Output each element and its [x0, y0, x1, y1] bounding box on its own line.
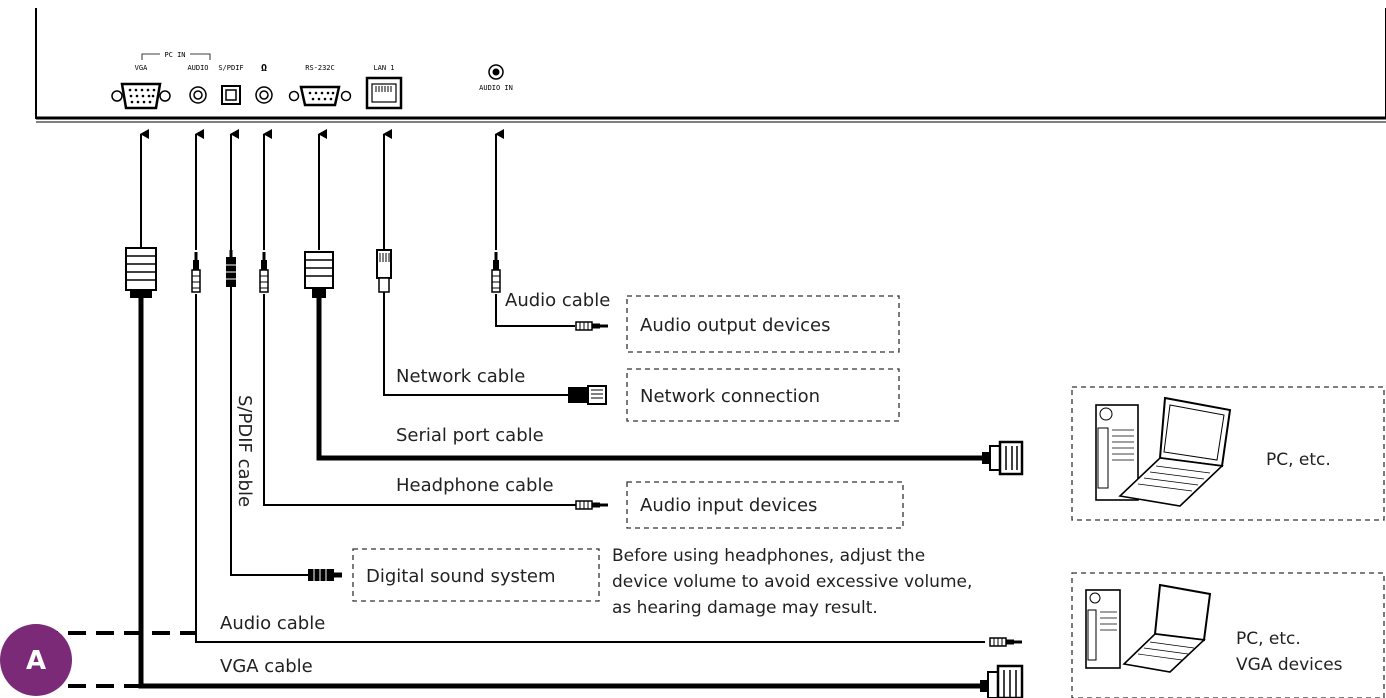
- desktop-tower-icon: [1095, 404, 1139, 501]
- headphone-warning-note: Before using headphones, adjust the devi…: [612, 546, 972, 618]
- spdif-cable-label: S/PDIF cable: [234, 395, 255, 507]
- vga-plug-top: [125, 247, 157, 298]
- audio-jack-port: [189, 86, 207, 104]
- digital-sound-system-label: Digital sound system: [366, 566, 556, 587]
- lan1-port-label: LAN 1: [373, 64, 394, 72]
- digital-sound-system-box: Digital sound system: [352, 548, 600, 602]
- spdif-port-label: S/PDIF: [218, 64, 243, 72]
- badge-a: A: [0, 624, 72, 696]
- pc-box-top: PC, etc.: [1071, 386, 1385, 521]
- device-rear-panel: PC IN VGA AUDIO S/PDIF Ω RS-232C LAN 1 A…: [35, 8, 1386, 123]
- network-connection-box: Network connection: [626, 368, 900, 422]
- audio-input-devices-box: Audio input devices: [626, 481, 904, 529]
- audio-jack-end-3: [989, 637, 1023, 647]
- note-line-2: device volume to avoid excessive volume,: [612, 572, 972, 592]
- audio-in-port-label: AUDIO IN: [479, 84, 513, 92]
- rj45-plug-top: [376, 249, 392, 293]
- audio-cable-bottom-label: Audio cable: [220, 613, 325, 634]
- note-line-3: as hearing damage may result.: [612, 598, 878, 618]
- audio-port-label: AUDIO: [187, 64, 208, 72]
- desktop-tower-icon-2: [1085, 589, 1121, 669]
- laptop-icon: [1118, 396, 1232, 507]
- headphone-cable-label: Headphone cable: [396, 475, 554, 496]
- serial-plug-top: [304, 251, 334, 298]
- audio-cable-top-label: Audio cable: [505, 290, 610, 311]
- connection-arrows: [140, 129, 504, 250]
- rs232c-port: [288, 85, 352, 107]
- spdif-plug-top: [226, 250, 236, 287]
- audio-out-plug-top: [491, 251, 501, 293]
- vga-port: [111, 82, 171, 110]
- audio-jack-end-2: [575, 500, 609, 510]
- rj45-end: [568, 385, 607, 405]
- audio-output-devices-label: Audio output devices: [640, 315, 830, 336]
- pc-in-label: PC IN: [164, 51, 185, 59]
- pc-top-label: PC, etc.: [1266, 450, 1331, 470]
- badge-a-label: A: [26, 646, 46, 676]
- serial-end: [982, 440, 1024, 476]
- vga-cable-label: VGA cable: [220, 656, 313, 677]
- audio-input-devices-label: Audio input devices: [640, 495, 817, 516]
- note-line-1: Before using headphones, adjust the: [612, 546, 925, 566]
- serial-port-cable-label: Serial port cable: [396, 425, 544, 446]
- audio-output-devices-box: Audio output devices: [626, 295, 900, 353]
- headphone-port-label: Ω: [261, 63, 267, 74]
- audio-in-port: [488, 64, 504, 80]
- lan-port: [365, 76, 403, 110]
- pc-bottom-label-2: VGA devices: [1236, 655, 1343, 675]
- audio-jack-end-1: [575, 321, 609, 331]
- spdif-port: [221, 85, 241, 105]
- pc-bottom-label-1: PC, etc.: [1236, 629, 1301, 649]
- headphone-jack-port: [255, 86, 273, 104]
- spdif-end: [308, 569, 342, 581]
- rs232c-port-label: RS-232C: [305, 64, 335, 72]
- network-cable-label: Network cable: [396, 366, 525, 387]
- audio-plug-top: [191, 251, 201, 293]
- headphone-plug-top: [259, 251, 269, 293]
- pc-box-bottom: PC, etc. VGA devices: [1071, 572, 1385, 698]
- network-connection-label: Network connection: [640, 386, 820, 407]
- vga-port-label: VGA: [135, 64, 148, 72]
- vga-end: [980, 664, 1024, 698]
- laptop-icon-2: [1122, 583, 1212, 673]
